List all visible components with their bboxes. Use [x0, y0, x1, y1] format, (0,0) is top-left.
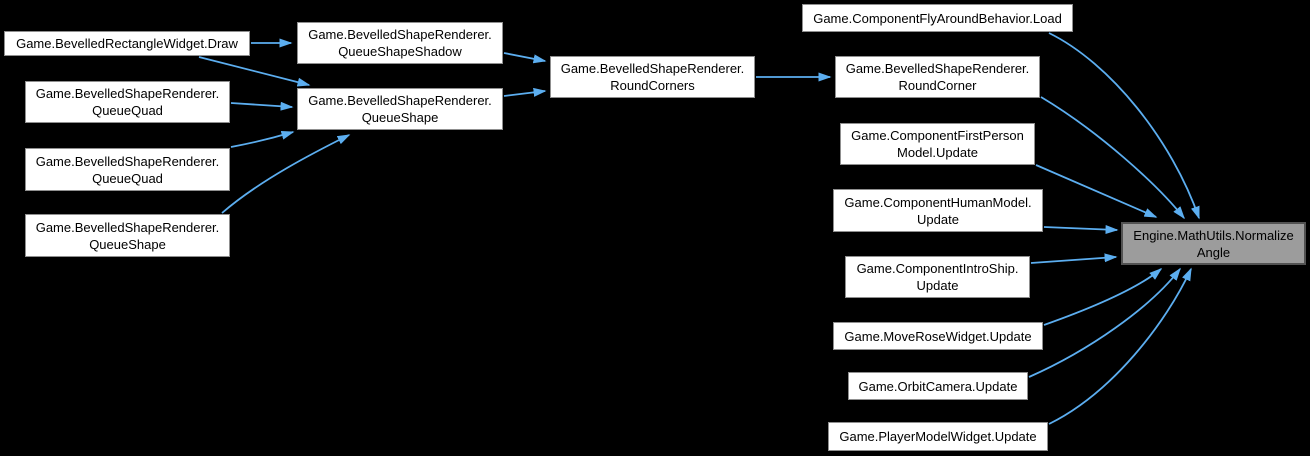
node-label-line: QueueShape: [89, 236, 166, 252]
node-label-line: RoundCorner: [898, 78, 977, 93]
node-roundcorners[interactable]: Game.BevelledShapeRenderer. RoundCorners: [550, 56, 755, 98]
node-label-line: Game.BevelledShapeRenderer.: [845, 61, 1030, 76]
edge-queuequad-2-to-queueshape-2: [230, 130, 295, 148]
edge-queuequad-1-to-queueshape-2: [230, 101, 294, 111]
node-moverosewidget-update[interactable]: Game.MoveRoseWidget.Update: [833, 322, 1043, 350]
edge-queueshapeshadow-to-roundcorners: [503, 52, 547, 64]
node-label-line: QueueQuad: [92, 170, 163, 186]
node-label-line: Game.ComponentIntroShip.: [856, 261, 1019, 276]
node-label-line: Game.BevelledShapeRenderer.: [308, 93, 492, 108]
node-label-line: Game.BevelledShapeRenderer.: [35, 86, 220, 101]
node-label-line: RoundCorners: [610, 78, 695, 93]
node-queueshapeshadow[interactable]: Game.BevelledShapeRenderer. QueueShapeSh…: [297, 22, 503, 64]
edge-humanmodel-update-to-normalize-angle: [1043, 225, 1119, 235]
node-label-line: Game.BevelledShapeRenderer.: [35, 219, 220, 235]
node-label-line: Angle: [1196, 244, 1231, 260]
node-queueshape-1[interactable]: Game.BevelledShapeRenderer. QueueShape: [25, 214, 230, 257]
node-playermodelwidget-update[interactable]: Game.PlayerModelWidget.Update: [828, 422, 1048, 451]
node-label-line: Engine.MathUtils.Normalize: [1133, 227, 1294, 243]
node-label-line: Game.MoveRoseWidget.Update: [844, 328, 1032, 344]
node-label-line: QueueShape: [361, 110, 439, 125]
node-label-line: QueueQuad: [92, 103, 163, 118]
node-mathutils-normalizeangle-highlighted: Engine.MathUtils.Normalize Angle: [1121, 222, 1306, 265]
edge-flyaround-load-to-normalize-angle: [1048, 32, 1200, 220]
node-label-line: Game.PlayerModelWidget.Update: [839, 429, 1037, 444]
node-label-line: Game.BevelledShapeRenderer.: [308, 27, 492, 42]
node-roundcorner[interactable]: Game.BevelledShapeRenderer. RoundCorner: [835, 56, 1040, 98]
edge-draw-to-queueshape-2: [198, 56, 311, 87]
node-queuequad-2[interactable]: Game.BevelledShapeRenderer. QueueQuad: [25, 148, 230, 191]
edge-queueshape-1-to-queueshape-2: [221, 134, 351, 214]
node-bevelledrectanglewidget-draw[interactable]: Game.BevelledRectangleWidget.Draw: [4, 31, 250, 56]
node-orbitcamera-update[interactable]: Game.OrbitCamera.Update: [848, 372, 1028, 400]
node-label-line: Game.BevelledRectangleWidget.Draw: [16, 36, 238, 51]
node-componenthumanmodel-update[interactable]: Game.ComponentHumanModel. Update: [833, 189, 1043, 232]
node-label-line: Game.BevelledShapeRenderer.: [35, 153, 220, 169]
edge-roundcorner-to-normalize-angle: [1040, 96, 1185, 220]
node-label-line: QueueShapeShadow: [338, 44, 462, 59]
node-label-line: Game.ComponentFlyAroundBehavior.Load: [813, 10, 1062, 26]
edge-playermodel-update-to-normalize-angle: [1048, 267, 1192, 425]
edge-orbitcamera-update-to-normalize-angle: [1028, 267, 1181, 378]
node-label-line: Game.BevelledShapeRenderer.: [560, 61, 745, 76]
node-label-line: Update: [916, 278, 959, 293]
node-componentfirstpersonmodel-update[interactable]: Game.ComponentFirstPerson Model.Update: [840, 123, 1035, 165]
node-queuequad-1[interactable]: Game.BevelledShapeRenderer. QueueQuad: [25, 81, 230, 123]
node-label-line: Game.ComponentHumanModel.: [844, 194, 1032, 210]
node-componentintroship-update[interactable]: Game.ComponentIntroShip. Update: [845, 256, 1030, 298]
node-label-line: Game.OrbitCamera.Update: [858, 378, 1018, 394]
edge-introship-update-to-normalize-angle: [1030, 253, 1118, 264]
node-label-line: Model.Update: [897, 145, 978, 160]
node-queueshape-2[interactable]: Game.BevelledShapeRenderer. QueueShape: [297, 88, 503, 130]
node-componentflyaroundbehavior-load[interactable]: Game.ComponentFlyAroundBehavior.Load: [802, 4, 1073, 32]
edge-queueshape-2-to-roundcorners: [503, 87, 547, 97]
edge-moverose-update-to-normalize-angle: [1043, 268, 1163, 326]
edge-firstperson-update-to-normalize-angle: [1035, 164, 1158, 218]
node-label-line: Update: [917, 211, 959, 227]
node-label-line: Game.ComponentFirstPerson: [851, 128, 1024, 143]
